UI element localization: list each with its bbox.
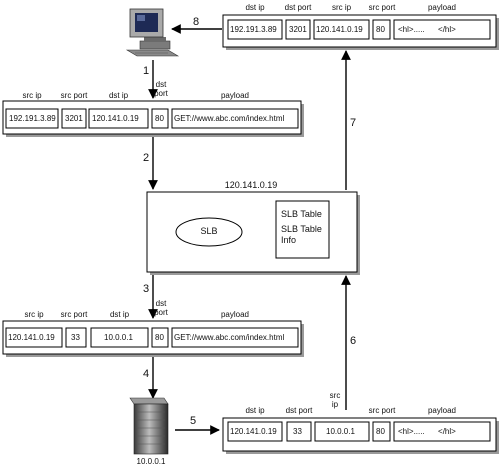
flow-arrows xyxy=(148,24,351,435)
response-header-src-port: src port xyxy=(368,406,396,415)
response-header-dst-ip: dst ip xyxy=(245,406,265,415)
slb-table-title: SLB Table xyxy=(281,209,322,219)
top-packet-header-dst-port: dst port xyxy=(284,3,312,12)
response-packet-box xyxy=(222,417,497,452)
request-header-src-port: src port xyxy=(60,91,88,100)
response-dst-ip: 120.141.0.19 xyxy=(230,427,277,436)
top-packet-header-src-ip: src ip xyxy=(331,3,352,12)
request-src-port: 3201 xyxy=(65,114,83,123)
step-label-7: 7 xyxy=(350,117,357,129)
slb-label: SLB xyxy=(200,226,218,236)
top-right-packet-box xyxy=(222,14,497,48)
step-label-6: 6 xyxy=(350,335,357,347)
request-packet-box xyxy=(2,100,302,135)
top-packet-src-ip: 120.141.0.19 xyxy=(316,25,363,34)
response-src-port: 80 xyxy=(376,427,385,436)
slb-address: 120.141.0.19 xyxy=(224,180,278,190)
request-dst-ip: 120.141.0.19 xyxy=(92,114,139,123)
forwarded-header-src-port: src port xyxy=(60,310,88,319)
response-header-dst-port: dst port xyxy=(285,406,313,415)
computer-icon xyxy=(125,8,180,57)
request-payload: GET://www.abc.com/index.html xyxy=(174,114,285,123)
step-label-2: 2 xyxy=(143,152,150,164)
forwarded-payload: GET://www.abc.com/index.html xyxy=(174,333,285,342)
forwarded-src-ip: 120.141.0.19 xyxy=(8,333,55,342)
step-label-4: 4 xyxy=(143,368,150,380)
slb-table-info: SLB Table Info xyxy=(281,224,322,245)
forwarded-src-port: 33 xyxy=(71,333,80,342)
step-label-3: 3 xyxy=(143,283,150,295)
response-header-payload: payload xyxy=(427,406,457,415)
response-src-ip: 10.0.0.1 xyxy=(326,427,355,436)
request-header-dst-port: dst port xyxy=(154,80,168,98)
request-src-ip: 192.191.3.89 xyxy=(9,114,56,123)
request-header-src-ip: src ip xyxy=(22,91,42,100)
response-header-src-ip: src ip xyxy=(329,391,341,409)
top-packet-dst-port: 3201 xyxy=(289,25,307,34)
top-packet-payload: <hl>..... </hl> xyxy=(398,25,456,34)
top-packet-src-port: 80 xyxy=(376,25,385,34)
top-packet-header-src-port: src port xyxy=(368,3,396,12)
forwarded-header-dst-ip: dst ip xyxy=(109,310,130,319)
request-header-dst-ip: dst ip xyxy=(108,91,129,100)
top-packet-header-payload: payload xyxy=(427,3,457,12)
request-dst-port: 80 xyxy=(155,114,164,123)
forwarded-packet-box xyxy=(2,320,302,355)
forwarded-dst-ip: 10.0.0.1 xyxy=(104,333,133,342)
step-label-5: 5 xyxy=(190,415,197,427)
server-label: 10.0.0.1 xyxy=(136,457,166,466)
top-packet-header-dst-ip: dst ip xyxy=(245,3,265,12)
forwarded-header-payload: payload xyxy=(220,310,250,319)
step-label-8: 8 xyxy=(193,16,200,28)
response-payload: <hl>..... </hl> xyxy=(398,427,456,436)
forwarded-header-dst-port: dst port xyxy=(154,299,168,317)
server-icon xyxy=(129,397,169,455)
forwarded-header-src-ip: src ip xyxy=(24,310,44,319)
slb-box xyxy=(146,191,358,273)
step-label-1: 1 xyxy=(143,65,150,77)
forwarded-dst-port: 80 xyxy=(155,333,164,342)
request-header-payload: payload xyxy=(220,91,250,100)
top-packet-dst-ip: 192.191.3.89 xyxy=(230,25,277,34)
response-dst-port: 33 xyxy=(293,427,302,436)
